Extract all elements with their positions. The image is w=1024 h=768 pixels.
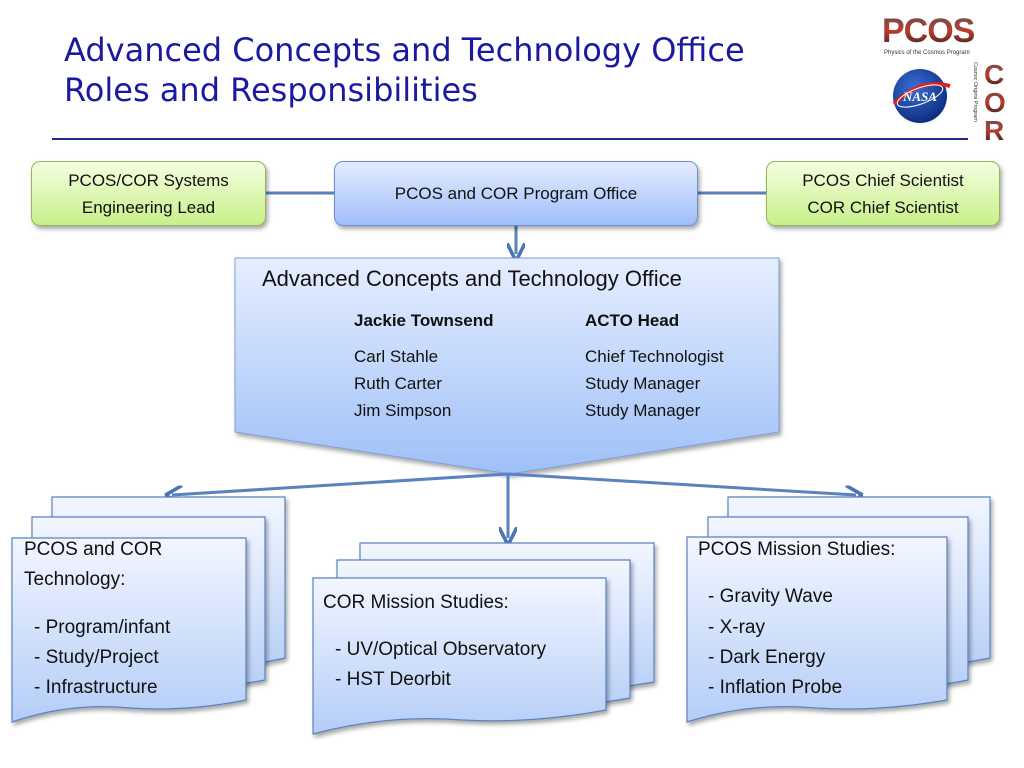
logo-cor-o: O [984, 87, 1006, 118]
logo-main-text: PCOS [882, 12, 975, 50]
acto-title: Advanced Concepts and Technology Office [262, 266, 682, 291]
left-doc-item: - Program/infant [34, 617, 171, 638]
center-doc-stack [312, 542, 655, 735]
systems-engineering-lead-box: PCOS/COR Systems Engineering Lead [31, 161, 266, 226]
acto-member-role: Study Manager [585, 401, 701, 420]
title-line-2: Roles and Responsibilities [64, 71, 478, 109]
acto-head-role: ACTO Head [585, 311, 680, 330]
program-office-label: PCOS and COR Program Office [394, 184, 638, 203]
chief-scientist-line-2: COR Chief Scientist [807, 197, 959, 217]
left-doc-stack [11, 496, 286, 723]
left-doc-item: - Study/Project [34, 647, 159, 668]
right-doc-item: - X-ray [708, 617, 765, 638]
logo-vertical-cor: C O R [984, 59, 1006, 146]
chief-scientist-box: PCOS Chief Scientist COR Chief Scientist [766, 161, 1000, 226]
acto-head-name: Jackie Townsend [354, 311, 494, 330]
arrow-to-left-docs [172, 472, 509, 495]
title-line-1: Advanced Concepts and Technology Office [64, 31, 745, 69]
program-office-box: PCOS and COR Program Office [334, 161, 698, 226]
page-title: Advanced Concepts and Technology Office … [64, 30, 745, 110]
center-doc-item: - UV/Optical Observatory [335, 639, 547, 660]
logo-nasa-text: NASA [902, 89, 937, 104]
pcos-cor-logo: PCOS Physics of the Cosmos Program NASA … [880, 8, 1020, 146]
center-doc-title: COR Mission Studies: [323, 592, 509, 613]
acto-member-name: Carl Stahle [354, 347, 439, 366]
chief-scientist-line-1: PCOS Chief Scientist [802, 170, 964, 190]
right-doc-title: PCOS Mission Studies: [698, 539, 896, 560]
arrow-to-right-docs [507, 472, 856, 495]
logo-vertical-tagline: Cosmic Origins Program [972, 62, 978, 122]
left-doc-title-2: Technology: [24, 569, 126, 590]
logo-tagline: Physics of the Cosmos Program [884, 50, 970, 56]
right-doc-item: - Gravity Wave [708, 586, 833, 607]
logo-cor-r: R [984, 115, 1004, 142]
acto-member-role: Chief Technologist [585, 347, 724, 366]
left-doc-item: - Infrastructure [34, 677, 158, 698]
acto-member-name: Jim Simpson [354, 401, 452, 420]
center-doc-item: - HST Deorbit [335, 669, 451, 690]
acto-box [234, 257, 780, 475]
left-doc-title-1: PCOS and COR [24, 539, 163, 560]
acto-member-name: Ruth Carter [354, 374, 442, 393]
systems-lead-line-2: Engineering Lead [81, 197, 216, 217]
acto-member-role: Study Manager [585, 374, 701, 393]
title-divider [52, 138, 968, 140]
right-doc-item: - Dark Energy [708, 647, 826, 668]
systems-lead-line-1: PCOS/COR Systems [68, 170, 229, 190]
right-doc-item: - Inflation Probe [708, 677, 843, 698]
logo-cor-c: C [984, 59, 1004, 90]
right-doc-stack [686, 496, 991, 723]
